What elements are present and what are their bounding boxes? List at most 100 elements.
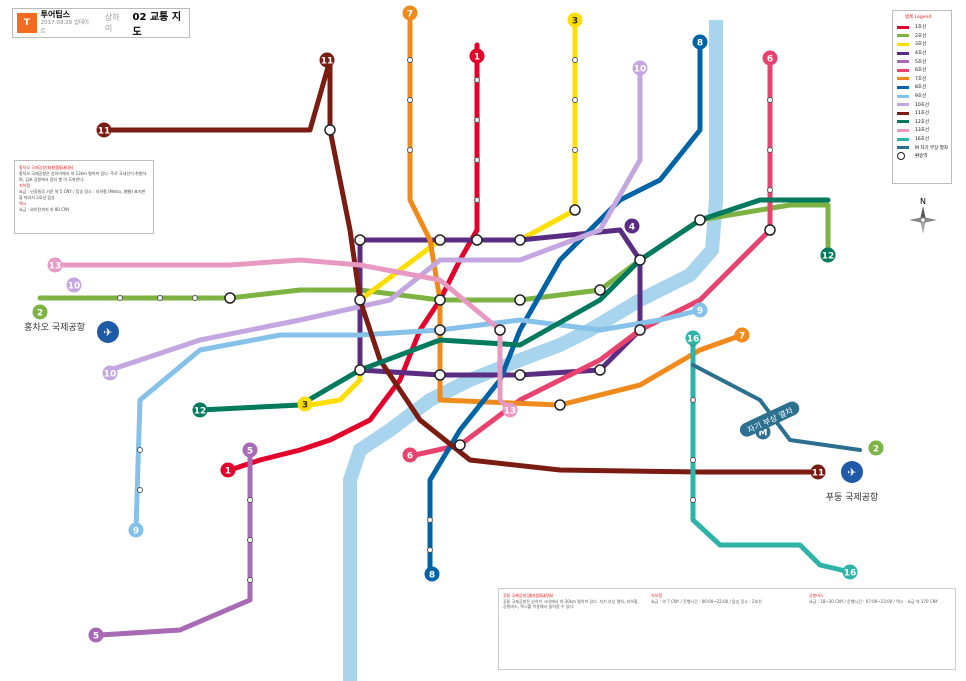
line-badge-10 xyxy=(632,60,648,76)
line-badge-2 xyxy=(32,304,48,320)
legend-item: 9호선 xyxy=(893,92,951,101)
line-8 xyxy=(427,42,703,573)
hongqiao-sub1-text: 요금 : 난징둥루 기준 약 5 CNY / 탑승 장소 : 지하철 (Metr… xyxy=(19,189,146,200)
pudong-airport-label: 푸둥 국제공항 xyxy=(826,492,879,503)
line-badge-8 xyxy=(424,566,440,582)
line-badge-1 xyxy=(220,462,236,478)
hongqiao-info-box: 홍차오 국제공항(虹桥国际机场) 홍차오 국제공항은 상하이에서 약 13km … xyxy=(14,160,154,234)
line-badge-3 xyxy=(297,396,313,412)
pudong-col3-title: 공항버스 xyxy=(809,593,824,598)
line-badge-label: 11 xyxy=(812,469,825,479)
line-badge-11 xyxy=(810,464,826,480)
line-maglev xyxy=(691,363,862,452)
line-badge-label: 8 xyxy=(697,39,703,49)
hongqiao-sub2: 택시 xyxy=(19,201,27,206)
legend-item: 7호선 xyxy=(893,75,951,84)
svg-text:✈: ✈ xyxy=(847,466,856,479)
pudong-col3-text: 요금 : 18~30 CNY / 운행시간 : 07:00~23:00 / 택시… xyxy=(809,598,939,604)
line-badge-4 xyxy=(624,218,640,234)
line-12 xyxy=(197,197,831,413)
svg-text:✈: ✈ xyxy=(103,326,112,339)
line-badge-10 xyxy=(66,277,82,293)
line-badge-label: 5 xyxy=(247,447,253,457)
pudong-col2-title: 지하철 xyxy=(651,593,663,598)
line-badge-label: 3 xyxy=(302,401,308,411)
line-badge-10 xyxy=(102,365,118,381)
line-badge-label: 2 xyxy=(37,309,43,319)
line-badge-label: 11 xyxy=(98,127,111,137)
line-badge-13 xyxy=(47,257,63,273)
line-badge-label: 10 xyxy=(104,370,117,380)
line-badge-label: 7 xyxy=(407,10,413,20)
legend-item: 1호선 xyxy=(893,23,951,32)
line-badge-11 xyxy=(96,122,112,138)
pudong-info-title: 푸둥 국제공항(浦东国际机场) xyxy=(503,593,554,598)
line-badge-label: 13 xyxy=(504,407,517,417)
line-10 xyxy=(107,67,643,373)
line-1 xyxy=(227,42,480,473)
legend-item: 4호선 xyxy=(893,49,951,58)
line-badge-label: 9 xyxy=(133,527,139,537)
legend-item: 환승역 xyxy=(893,152,951,161)
brand-name: 투어팁스 xyxy=(40,9,71,19)
line-badge-label: 8 xyxy=(429,571,435,581)
line-badge-label: 10 xyxy=(68,282,81,292)
line-badge-1 xyxy=(469,48,485,64)
header: T 투어팁스 2017.09.29 업데이트 상하이 02 교통 지도 xyxy=(12,8,190,38)
line-badge-8 xyxy=(692,34,708,50)
pudong-airport-icon xyxy=(841,461,863,483)
line-badge-label: 2 xyxy=(873,445,879,455)
legend-item: 5호선 xyxy=(893,57,951,66)
line-badge-label: 10 xyxy=(634,65,647,75)
line-badge-16 xyxy=(685,330,701,346)
pudong-col2-text: 요금 : 약 7 CNY / 운행시간 : 06:00~22:00 / 탑승 장… xyxy=(651,598,762,604)
line-badge-12 xyxy=(192,402,208,418)
compass-icon: N xyxy=(908,196,938,236)
pudong-info-box: 푸둥 국제공항(浦东国际机场) 푸둥 국제공항은 상하이 시내에서 약 30km… xyxy=(498,588,956,670)
hongqiao-airport-label: 홍차오 국제공항 xyxy=(24,321,85,333)
legend-title: 범례 Legend xyxy=(905,15,932,20)
line-badge-12 xyxy=(820,247,836,263)
line-badge-label: M xyxy=(759,429,768,439)
line-badge-5 xyxy=(242,442,258,458)
line-2 xyxy=(37,202,831,303)
line-16 xyxy=(690,337,853,575)
line-badge-3 xyxy=(567,12,583,28)
line-badge-label: 6 xyxy=(407,452,413,462)
legend-item: 8호선 xyxy=(893,83,951,92)
legend-item: 10호선 xyxy=(893,100,951,109)
line-badge-label: 1 xyxy=(225,467,231,477)
line-badge-9 xyxy=(692,302,708,318)
line-badge-13 xyxy=(502,402,518,418)
line-badge-label: 1 xyxy=(474,53,480,63)
update-date: 2017.09.29 업데이트 xyxy=(40,19,89,35)
line-badge-5 xyxy=(88,627,104,643)
svg-text:N: N xyxy=(920,197,926,206)
line-4 xyxy=(357,227,643,378)
line-badge-label: 9 xyxy=(697,307,703,317)
line-badge-9 xyxy=(128,522,144,538)
hongqiao-sub1: 지하철 xyxy=(19,183,31,188)
legend-item: 11호선 xyxy=(893,109,951,118)
maglev-label-bg xyxy=(739,401,800,437)
line-badge-2 xyxy=(868,440,884,456)
legend-item: 3호선 xyxy=(893,40,951,49)
line-badge-label: 16 xyxy=(687,335,700,345)
hongqiao-sub2-text: 요금 : 와이탄까지 약 80 CNY xyxy=(19,207,70,212)
line-badge-label: 7 xyxy=(739,332,745,342)
line-7 xyxy=(407,12,745,408)
line-9 xyxy=(133,307,703,533)
line-badge-6 xyxy=(402,447,418,463)
line-5 xyxy=(97,447,253,638)
logo-icon: T xyxy=(17,13,37,33)
line-11 xyxy=(102,57,818,475)
pudong-info-text: 푸둥 국제공항은 상하이 시내에서 약 30km 떨어져 있다. 자기 부상 열… xyxy=(503,598,639,610)
line-badge-label: 16 xyxy=(844,569,857,579)
legend-item: 16호선 xyxy=(893,135,951,144)
line-badge-label: 12 xyxy=(822,252,835,262)
page-title: 02 교통 지도 xyxy=(132,12,182,38)
line-badge-label: 5 xyxy=(93,632,99,642)
legend-item: 13호선 xyxy=(893,126,951,135)
